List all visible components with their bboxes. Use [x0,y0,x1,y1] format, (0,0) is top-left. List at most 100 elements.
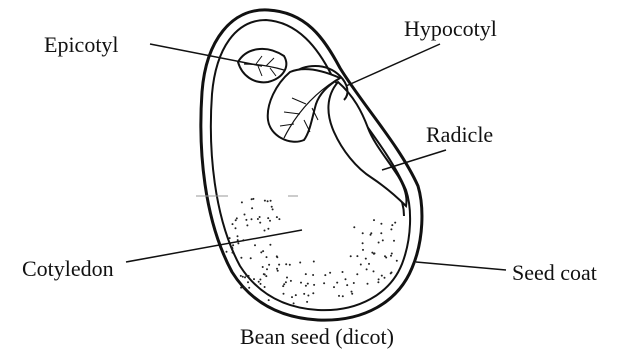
stipple-dot [260,251,262,253]
stipple-dot [262,266,264,268]
stipple-dot [356,273,358,275]
stipple-dot [390,255,392,257]
stipple-dot [305,273,307,275]
stipple-dot [285,281,287,283]
stipple-dot [264,286,266,288]
stipple-dot [351,291,353,293]
stipple-dot [268,299,270,301]
stipple-dot [243,287,245,289]
stipple-dot [390,228,392,230]
stipple-dot [252,198,254,200]
stipple-dot [258,281,260,283]
stipple-dot [260,283,262,285]
stipple-dot [276,256,278,258]
stipple-dot [232,223,234,225]
stipple-dot [236,217,238,219]
stipple-dot [245,275,247,277]
stipple-dot [333,286,335,288]
stipple-dot [259,279,261,281]
stipple-dot [269,220,271,222]
stipple-dot [283,293,285,295]
stipple-dot [237,239,239,241]
stipple-dot [371,252,373,254]
diagram-caption: Bean seed (dicot) [240,326,394,348]
stipple-dot [270,200,272,202]
stipple-dot [362,249,364,251]
stipple-dot [378,242,380,244]
stipple-dot [336,282,338,284]
stipple-dot [240,275,242,277]
stipple-dot [295,294,297,296]
stipple-dot [264,200,266,202]
stipple-dot [235,219,237,221]
stipple-dot [351,293,353,295]
stipple-dot [246,224,248,226]
stipple-dot [312,274,314,276]
stipple-dot [368,263,370,265]
stipple-dot [329,272,331,274]
seed-coat-label: Seed coat [512,262,597,284]
stipple-dot [241,201,243,203]
stipple-dot [306,301,308,303]
stipple-dot [362,232,364,234]
stipple-dot [247,281,249,283]
stipple-dot [278,218,280,220]
stipple-dot [267,200,269,202]
stipple-dot [353,282,355,284]
stipple-dot [338,295,340,297]
stipple-dot [360,264,362,266]
stipple-dot [237,242,239,244]
seed-coat-leader [416,262,506,270]
cotyledon-stipple [226,198,398,305]
stipple-dot [367,283,369,285]
stipple-dot [226,251,228,253]
stipple-dot [305,285,307,287]
stipple-dot [380,223,382,225]
stipple-dot [313,261,315,263]
stipple-dot [265,275,267,277]
stipple-dot [362,242,364,244]
stipple-dot [307,283,309,285]
stipple-dot [229,237,231,239]
stipple-dot [268,264,270,266]
stipple-dot [312,292,314,294]
stipple-dot [289,264,291,266]
stipple-dot [342,271,344,273]
stipple-dot [231,247,233,249]
stipple-dot [267,217,269,219]
stipple-dot [291,296,293,298]
cotyledon-label: Cotyledon [22,258,114,280]
stipple-dot [248,287,250,289]
stipple-dot [266,256,268,258]
stipple-dot [251,207,253,209]
stipple-dot [394,222,396,224]
stipple-dot [242,276,244,278]
stipple-dot [237,235,239,237]
stipple-dot [307,295,309,297]
stipple-dot [353,226,355,228]
stipple-dot [244,214,246,216]
stipple-dot [377,281,379,283]
stipple-dot [365,258,367,260]
cotyledon-leader [126,230,302,262]
stipple-dot [303,293,305,295]
stipple-dot [391,224,393,226]
stipple-dot [263,273,265,275]
stipple-dot [264,230,266,232]
stipple-dot [380,232,382,234]
stipple-dot [381,275,383,277]
stipple-dot [299,262,301,264]
stipple-dot [356,255,358,257]
stipple-dot [382,239,384,241]
stipple-dot [290,280,292,282]
stipple-dot [286,277,288,279]
stipple-dot [253,278,255,280]
stipple-dot [385,257,387,259]
stipple-dot [232,244,234,246]
stipple-dot [391,253,393,255]
stipple-dot [366,268,368,270]
stipple-dot [272,208,274,210]
stipple-dot [396,260,398,262]
stipple-dot [350,255,352,257]
hypocotyl-leader [346,44,440,86]
